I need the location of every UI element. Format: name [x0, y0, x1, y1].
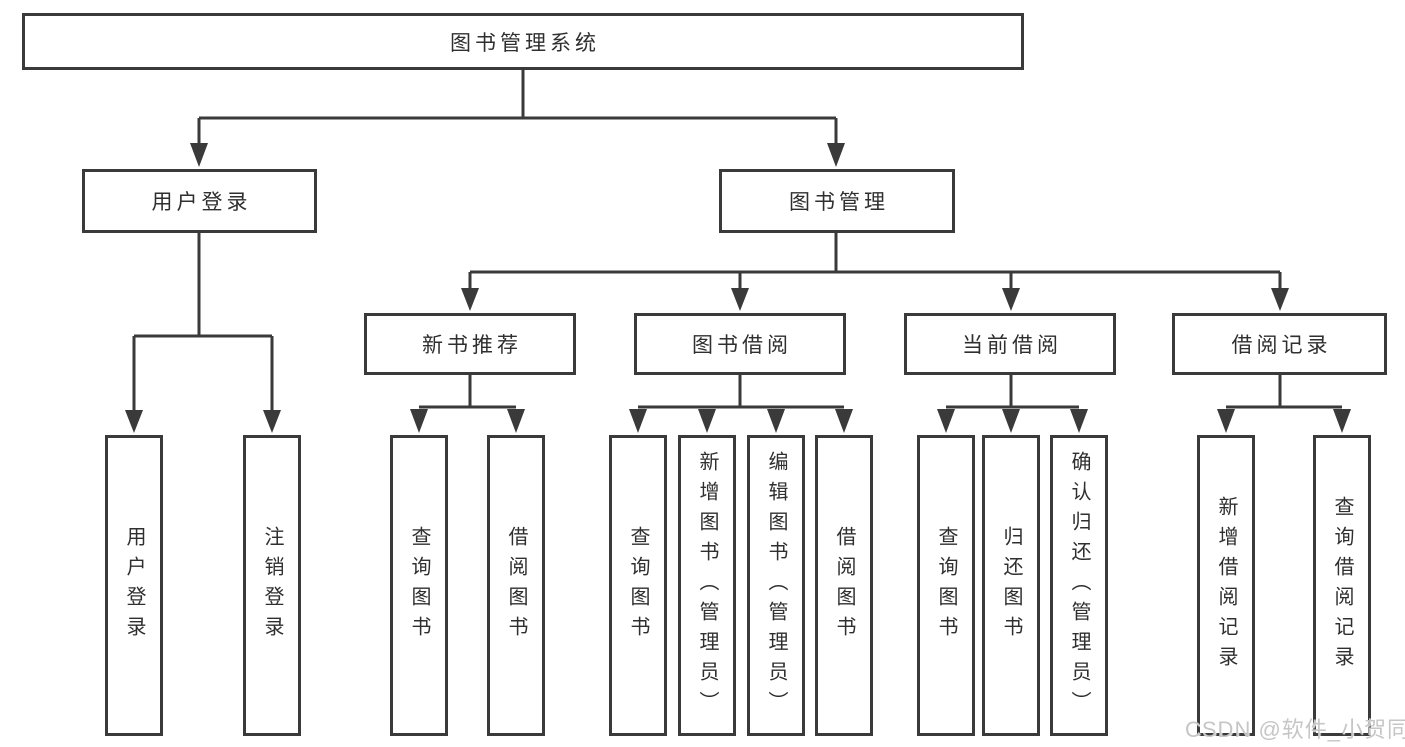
leaf-borrow-books: 借阅图书 — [815, 435, 873, 736]
leaf-confirm-return-admin: 确认归还（管理员） — [1050, 435, 1108, 736]
arrowhead-icon — [461, 288, 479, 311]
arrowhead-icon — [125, 410, 143, 433]
leaf-add-books-admin: 新增图书（管理员） — [678, 435, 736, 736]
arrowhead-icon — [835, 409, 853, 433]
arrowhead-icon — [1271, 288, 1289, 311]
node-book-management: 图书管理 — [719, 169, 955, 233]
arrowhead-icon — [1070, 409, 1088, 433]
node-user-login: 用户登录 — [82, 169, 317, 233]
arrowhead-icon — [1217, 409, 1235, 433]
arrowhead-icon — [190, 143, 208, 167]
leaf-query-borrow-record: 查询借阅记录 — [1313, 435, 1371, 736]
arrowhead-icon — [1002, 288, 1020, 311]
arrowhead-icon — [827, 143, 845, 167]
leaf-return-books: 归还图书 — [982, 435, 1040, 736]
node-book-borrow: 图书借阅 — [634, 313, 846, 375]
node-new-book-recommend: 新书推荐 — [364, 313, 576, 375]
arrowhead-icon — [507, 409, 525, 433]
leaf-user-login: 用户登录 — [105, 435, 163, 736]
leaf-borrow-query-books: 查询图书 — [609, 435, 667, 736]
arrowhead-icon — [937, 409, 955, 433]
arrowhead-icon — [410, 409, 428, 433]
leaf-current-query-books: 查询图书 — [917, 435, 975, 736]
leaf-recommend-borrow-books: 借阅图书 — [487, 435, 545, 736]
node-root: 图书管理系统 — [22, 13, 1024, 70]
node-current-borrow: 当前借阅 — [904, 313, 1116, 375]
arrowhead-icon — [629, 409, 647, 433]
leaf-recommend-query-books: 查询图书 — [390, 435, 448, 736]
arrowhead-icon — [698, 409, 716, 433]
node-borrow-records: 借阅记录 — [1172, 313, 1387, 375]
leaf-edit-books-admin: 编辑图书（管理员） — [747, 435, 805, 736]
arrowhead-icon — [1333, 409, 1351, 433]
leaf-add-borrow-record: 新增借阅记录 — [1197, 435, 1255, 736]
arrowhead-icon — [1002, 409, 1020, 433]
arrowhead-icon — [767, 409, 785, 433]
arrowhead-icon — [263, 410, 281, 433]
leaf-logout: 注销登录 — [243, 435, 301, 736]
watermark: CSDN @软件_小贺同学 — [1185, 717, 1405, 742]
arrowhead-icon — [731, 288, 749, 311]
